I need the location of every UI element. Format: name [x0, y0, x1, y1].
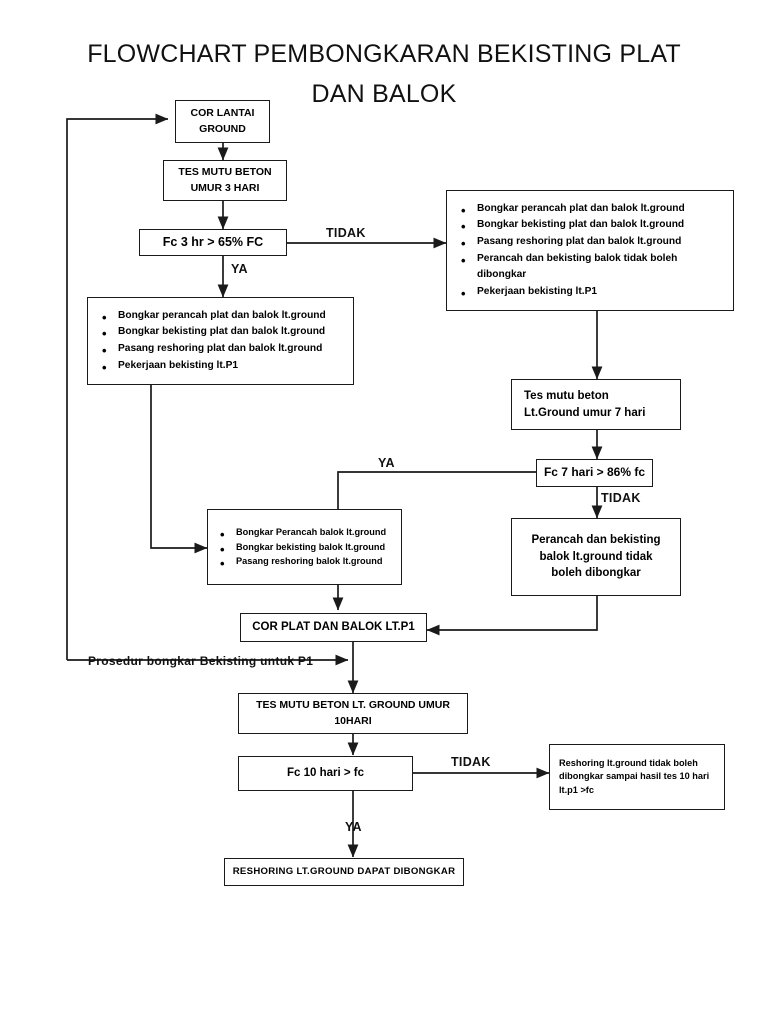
- node-bongkar-list-ground[interactable]: Bongkar perancah plat dan balok lt.groun…: [87, 297, 354, 385]
- list-item: Bongkar perancah plat dan balok lt.groun…: [461, 200, 727, 220]
- node-tes-mutu-beton-10-hari-line-1: TES MUTU BETON LT. GROUND UMUR: [256, 699, 450, 712]
- list-item: Pasang reshoring plat dan balok lt.groun…: [461, 233, 727, 253]
- node-reshoring-tidak-line-1: Reshoring lt.ground tidak boleh: [559, 757, 698, 768]
- page-title-line-1: FLOWCHART PEMBONGKARAN BEKISTING PLAT: [87, 40, 681, 68]
- node-bongkar-balok-list[interactable]: Bongkar Perancah balok lt.ground Bongkar…: [207, 509, 402, 585]
- list-item: Bongkar Perancah balok lt.ground: [220, 524, 395, 545]
- node-tes-mutu-beton-7-hari-line-2: Lt.Ground umur 7 hari: [524, 406, 646, 419]
- node-decision-fc-10-hari[interactable]: Fc 10 hari > fc: [238, 756, 413, 791]
- node-reshoring-tidak-line-3: lt.p1 >fc: [559, 784, 594, 795]
- list-item: Bongkar bekisting plat dan balok lt.grou…: [461, 216, 727, 236]
- list-item: Pekerjaan bekisting lt.P1: [461, 283, 727, 303]
- node-tes-mutu-beton-7-hari-line-1: Tes mutu beton: [524, 389, 609, 402]
- edge-label-tidak-fc10: TIDAK: [451, 755, 491, 769]
- node-perancah-line-3: boleh dibongkar: [551, 567, 641, 580]
- list-item: Bongkar bekisting plat dan balok lt.grou…: [102, 324, 347, 344]
- node-cor-lantai-ground[interactable]: COR LANTAI GROUND: [175, 100, 270, 143]
- node-bongkar-balok-list-items: Bongkar Perancah balok lt.ground Bongkar…: [208, 524, 401, 575]
- node-cor-plat-dan-balok-p1[interactable]: COR PLAT DAN BALOK LT.P1: [240, 613, 427, 642]
- list-item: Pasang reshoring plat dan balok lt.groun…: [102, 340, 347, 360]
- node-bongkar-list-tidak[interactable]: Bongkar perancah plat dan balok lt.groun…: [446, 190, 734, 311]
- node-reshoring-dapat-dibongkar[interactable]: RESHORING LT.GROUND DAPAT DIBONGKAR: [224, 858, 464, 886]
- node-bongkar-list-ground-items: Bongkar perancah plat dan balok lt.groun…: [88, 307, 353, 377]
- node-cor-lantai-ground-line-1: COR LANTAI: [190, 107, 255, 120]
- list-item: Pekerjaan bekisting lt.P1: [102, 357, 347, 377]
- node-decision-fc-10-hari-label: Fc 10 hari > fc: [286, 767, 365, 780]
- node-perancah-tidak-boleh-dibongkar[interactable]: Perancah dan bekisting balok lt.ground t…: [511, 518, 681, 596]
- node-decision-fc-7-hari[interactable]: Fc 7 hari > 86% fc: [536, 459, 653, 487]
- node-bongkar-list-tidak-items: Bongkar perancah plat dan balok lt.groun…: [447, 200, 733, 303]
- node-perancah-line-1: Perancah dan bekisting: [531, 533, 661, 546]
- node-tes-mutu-beton-7-hari[interactable]: Tes mutu beton Lt.Ground umur 7 hari: [511, 379, 681, 430]
- edge-label-ya-fc3: YA: [231, 262, 248, 276]
- node-tes-mutu-beton-3-hari[interactable]: TES MUTU BETON UMUR 3 HARI: [163, 160, 287, 201]
- node-decision-fc-3-hari[interactable]: Fc 3 hr > 65% FC: [139, 229, 287, 256]
- list-item: Bongkar perancah plat dan balok lt.groun…: [102, 307, 347, 327]
- node-tes-mutu-beton-10-hari[interactable]: TES MUTU BETON LT. GROUND UMUR 10HARI: [238, 693, 468, 734]
- list-item: Perancah dan bekisting balok tidak boleh: [461, 250, 727, 270]
- node-cor-lantai-ground-line-2: GROUND: [199, 122, 246, 135]
- node-cor-plat-dan-balok-p1-label: COR PLAT DAN BALOK LT.P1: [252, 621, 415, 634]
- node-decision-fc-7-hari-label: Fc 7 hari > 86% fc: [543, 465, 646, 480]
- node-tes-mutu-beton-10-hari-line-2: 10HARI: [334, 714, 372, 727]
- page-title-line-2: DAN BALOK: [311, 80, 457, 108]
- node-reshoring-tidak-boleh[interactable]: Reshoring lt.ground tidak boleh dibongka…: [549, 744, 725, 810]
- list-item: Pasang reshoring balok lt.ground: [220, 553, 395, 574]
- edge-label-ya-fc10: YA: [345, 820, 362, 834]
- edge-label-tidak-fc3: TIDAK: [326, 226, 366, 240]
- node-perancah-line-2: balok lt.ground tidak: [539, 550, 653, 563]
- node-reshoring-dapat-dibongkar-label: RESHORING LT.GROUND DAPAT DIBONGKAR: [232, 866, 456, 878]
- edge-label-tidak-fc7: TIDAK: [601, 491, 641, 505]
- list-item: Bongkar bekisting balok lt.ground: [220, 539, 395, 560]
- node-tes-mutu-beton-3-hari-line-1: TES MUTU BETON: [178, 166, 272, 179]
- node-decision-fc-3-hari-label: Fc 3 hr > 65% FC: [162, 235, 264, 250]
- edge-label-prosedur-bongkar: Prosedur bongkar Bekisting untuk P1: [88, 654, 314, 668]
- edge-label-ya-fc7: YA: [378, 456, 395, 470]
- node-reshoring-tidak-line-2: dibongkar sampai hasil tes 10 hari: [559, 771, 710, 782]
- node-tes-mutu-beton-3-hari-line-2: UMUR 3 HARI: [190, 181, 260, 194]
- list-item-continuation: dibongkar: [477, 269, 527, 281]
